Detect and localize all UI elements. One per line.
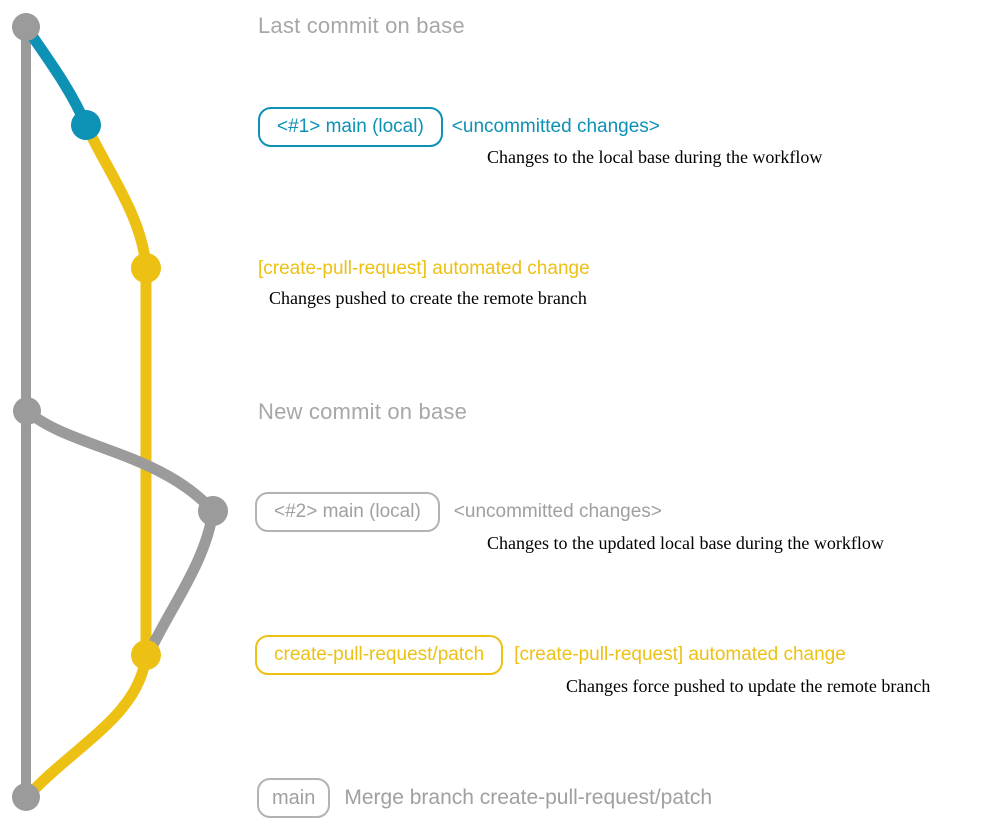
- desc-push-1: Changes pushed to create the remote bran…: [269, 288, 587, 308]
- commit-node-automated-change-2: [131, 640, 161, 670]
- row-push-2: create-pull-request/patch [create-pull-r…: [255, 635, 846, 675]
- commit-node-merge-commit: [12, 783, 40, 811]
- commit-graph: [12, 13, 228, 811]
- commit-node-uncommitted-changes-1: [71, 110, 101, 140]
- branch-badge-create-pull-request-patch: create-pull-request/patch: [255, 635, 504, 675]
- row-local-1: <#1> main (local) <uncommitted changes>: [258, 107, 660, 147]
- automated-change-label-1: [create-pull-request] automated change: [258, 258, 590, 279]
- commit-node-uncommitted-changes-2: [198, 496, 228, 526]
- branch-edge-local-change-1: [20, 21, 92, 131]
- desc-push-2: Changes force pushed to update the remot…: [566, 676, 931, 696]
- row-local-2: <#2> main (local) <uncommitted changes>: [255, 492, 662, 532]
- heading-last-commit-on-base: Last commit on base: [258, 13, 465, 38]
- desc-local-1: Changes to the local base during the wor…: [487, 147, 823, 167]
- branch-badge-main-local-1: <#1> main (local): [258, 107, 443, 147]
- branch-badge-main: main: [257, 778, 331, 818]
- commit-node-last-commit-on-base: [12, 13, 40, 41]
- desc-local-2: Changes to the updated local base during…: [487, 533, 884, 553]
- automated-change-label-2: [create-pull-request] automated change: [514, 644, 846, 665]
- row-merge: main Merge branch create-pull-request/pa…: [257, 778, 712, 818]
- commit-node-new-commit-on-base: [13, 397, 41, 425]
- branch-badge-main-local-2: <#2> main (local): [255, 492, 440, 532]
- uncommitted-changes-label-2: <uncommitted changes>: [453, 501, 662, 522]
- commit-node-automated-change-1: [131, 253, 161, 283]
- uncommitted-changes-label-1: <uncommitted changes>: [451, 116, 660, 137]
- row-push-1: [create-pull-request] automated change: [258, 249, 590, 289]
- heading-new-commit-on-base: New commit on base: [258, 399, 468, 424]
- merge-branch-label: Merge branch create-pull-request/patch: [344, 786, 713, 809]
- branch-edge-local-change-2: [21, 405, 219, 661]
